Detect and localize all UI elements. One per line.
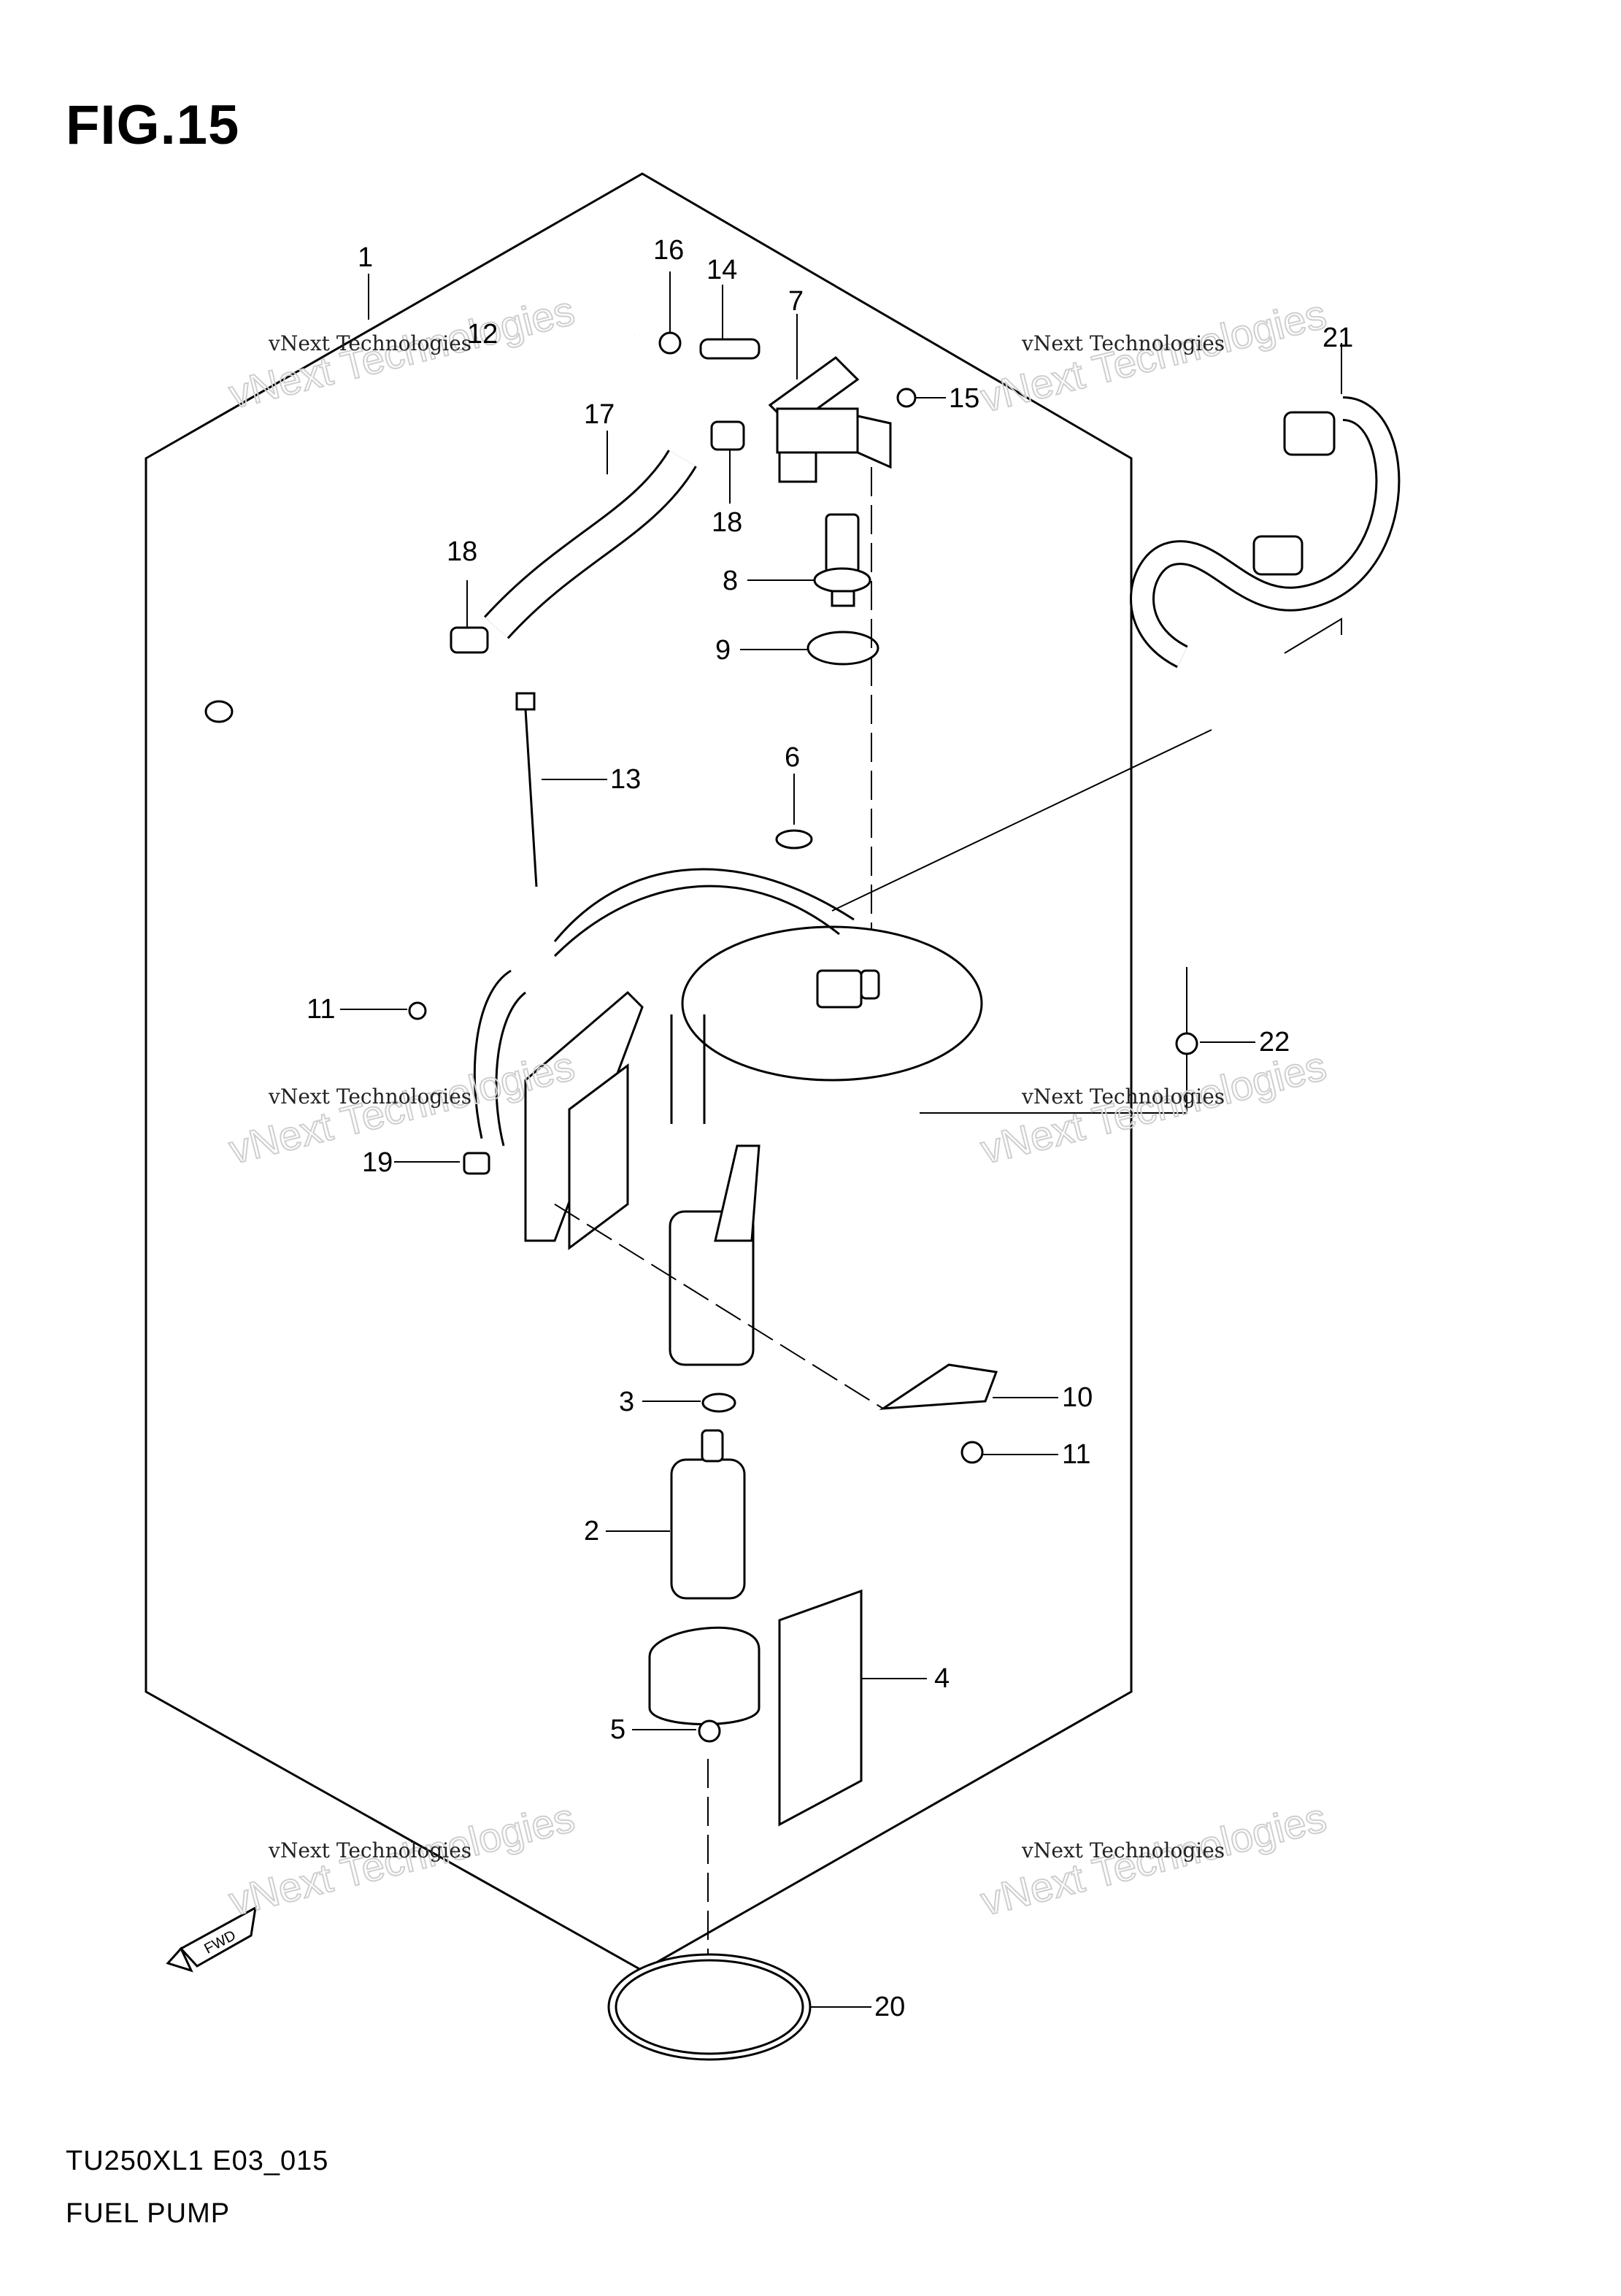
pump-housing	[669, 1144, 761, 1366]
pump-flange	[473, 868, 983, 1147]
part-9-clip	[740, 467, 879, 971]
part-14-connector	[699, 285, 761, 360]
callout-2: 2	[584, 1516, 599, 1546]
watermark-small-4: vNext Technologies	[1021, 1085, 1225, 1109]
callout-18-right: 18	[712, 507, 742, 538]
callout-labels: 1 12 16 14 7 15 17 18 18 8 9 6 13 21 11 …	[307, 235, 1353, 2022]
part-2-fuel-pump	[606, 1429, 746, 1600]
assembly-outline	[145, 172, 1342, 1972]
callout-11-left: 11	[307, 994, 335, 1025]
watermark-small-5: vNext Technologies	[268, 1838, 471, 1862]
callout-8: 8	[723, 566, 738, 596]
part-20-gasket	[607, 1953, 871, 2061]
watermark-small-3: vNext Technologies	[268, 1085, 471, 1109]
callout-22: 22	[1259, 1027, 1290, 1058]
callout-21: 21	[1322, 323, 1353, 353]
callout-16: 16	[653, 235, 684, 266]
figure-name: FUEL PUMP	[66, 2198, 231, 2229]
callout-17: 17	[584, 399, 615, 430]
callout-3: 3	[619, 1387, 634, 1417]
part-4-filter	[778, 1589, 927, 1827]
pump-holder	[648, 1626, 761, 1725]
callout-5: 5	[610, 1714, 625, 1745]
part-18-clamp-right	[710, 420, 745, 504]
pump-bracket	[524, 990, 706, 1250]
figure-title: FIG.15	[66, 94, 240, 156]
part-18-clamp-left	[450, 580, 489, 654]
watermark-small-6: vNext Technologies	[1021, 1838, 1225, 1862]
part-19-clamp	[394, 1152, 490, 1175]
callout-4: 4	[934, 1663, 950, 1694]
part-3-oring	[642, 1392, 736, 1413]
part-8-sensor	[747, 513, 871, 607]
part-1-hose	[204, 274, 640, 723]
callout-6: 6	[785, 742, 800, 773]
callout-14: 14	[706, 255, 737, 285]
callout-10: 10	[1062, 1382, 1093, 1413]
part-22-bolt	[1175, 1032, 1255, 1055]
callout-12: 12	[467, 319, 498, 350]
part-6-oring	[775, 774, 813, 850]
part-5-clip	[632, 1719, 721, 1981]
watermark-small-2: vNext Technologies	[1021, 331, 1225, 355]
callout-11-right: 11	[1062, 1439, 1090, 1470]
part-16-oring	[658, 271, 682, 355]
part-7-valve	[768, 314, 892, 483]
part-11-bolt-right	[960, 1441, 1058, 1464]
part-10-band	[554, 1203, 1058, 1410]
watermark-big-2: vNext Technologies	[977, 290, 1331, 420]
part-15-screw	[896, 388, 946, 408]
callout-15: 15	[949, 383, 979, 414]
figure-code: TU250XL1 E03_015	[66, 2146, 329, 2176]
callout-9: 9	[715, 635, 731, 666]
callout-19: 19	[362, 1147, 393, 1178]
callout-13: 13	[610, 764, 641, 795]
callout-1: 1	[358, 242, 373, 273]
part-11-bolt-left	[340, 1001, 427, 1020]
callout-18-left: 18	[447, 536, 477, 567]
part-21-hose	[1130, 343, 1401, 669]
part-13-cable-tie	[515, 692, 607, 887]
part-17-hose	[483, 431, 697, 639]
callout-7: 7	[788, 286, 804, 317]
watermark-small-1: vNext Technologies	[268, 331, 471, 355]
callout-20: 20	[874, 1992, 905, 2022]
